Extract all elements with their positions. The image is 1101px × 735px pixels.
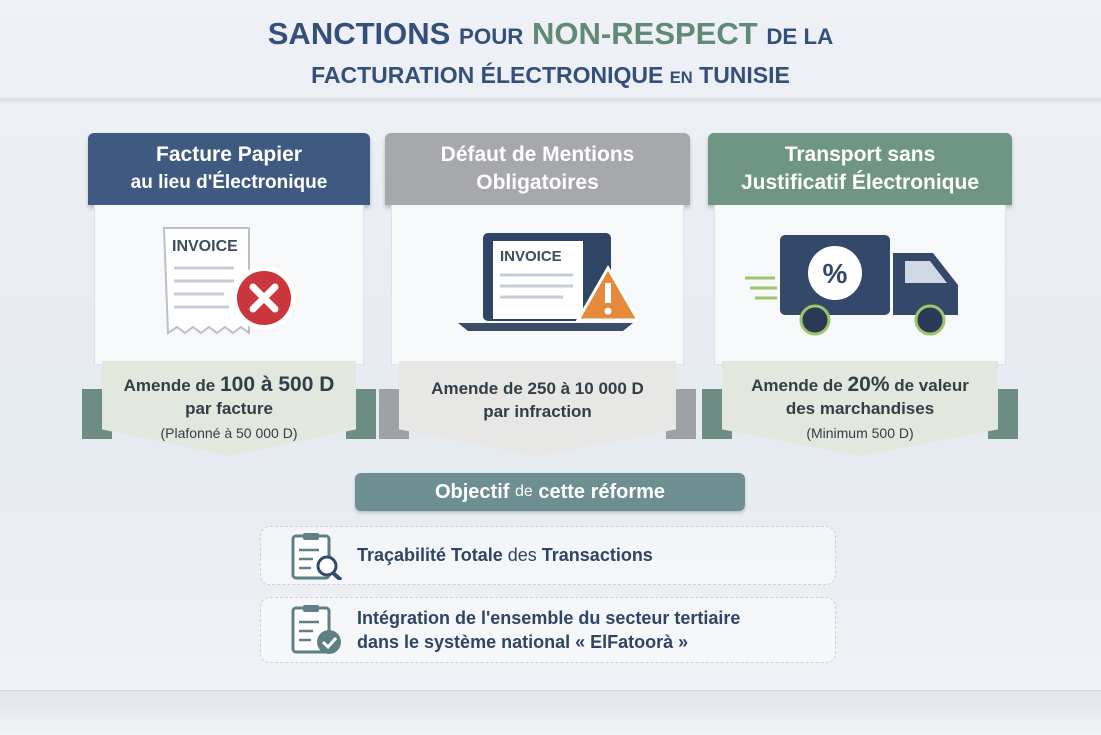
goal-traceability: Traçabilité Totale des Transactions bbox=[260, 526, 836, 585]
objective-heading: Objectif de cette réforme bbox=[355, 473, 745, 511]
title-line-1: SANCTIONS POUR NON-RESPECT DE LA bbox=[267, 16, 834, 51]
title-line-2: FACTURATION ÉLECTRONIQUE EN TUNISIE bbox=[311, 62, 790, 88]
invoice-rejected-icon: INVOICE bbox=[162, 227, 296, 335]
divider bbox=[0, 98, 1101, 104]
goal-integration: Intégration de l'ensemble du secteur ter… bbox=[260, 597, 836, 663]
clipboard-search-icon bbox=[291, 532, 343, 580]
delivery-truck-icon: % bbox=[745, 235, 958, 336]
svg-text:%: % bbox=[823, 258, 848, 289]
svg-text:INVOICE: INVOICE bbox=[172, 238, 238, 255]
fine-ribbon: Amende de 100 à 500 D par facture (Plafo… bbox=[102, 361, 356, 456]
svg-text:INVOICE: INVOICE bbox=[500, 248, 562, 265]
laptop-warning-icon: INVOICE bbox=[457, 233, 638, 331]
footer-band bbox=[0, 690, 1101, 735]
fine-ribbon: Amende de 250 à 10 000 D par infraction bbox=[399, 361, 676, 456]
fine-ribbon: Amende de 20% de valeur des marchandises… bbox=[722, 361, 998, 456]
clipboard-check-icon bbox=[291, 605, 341, 654]
